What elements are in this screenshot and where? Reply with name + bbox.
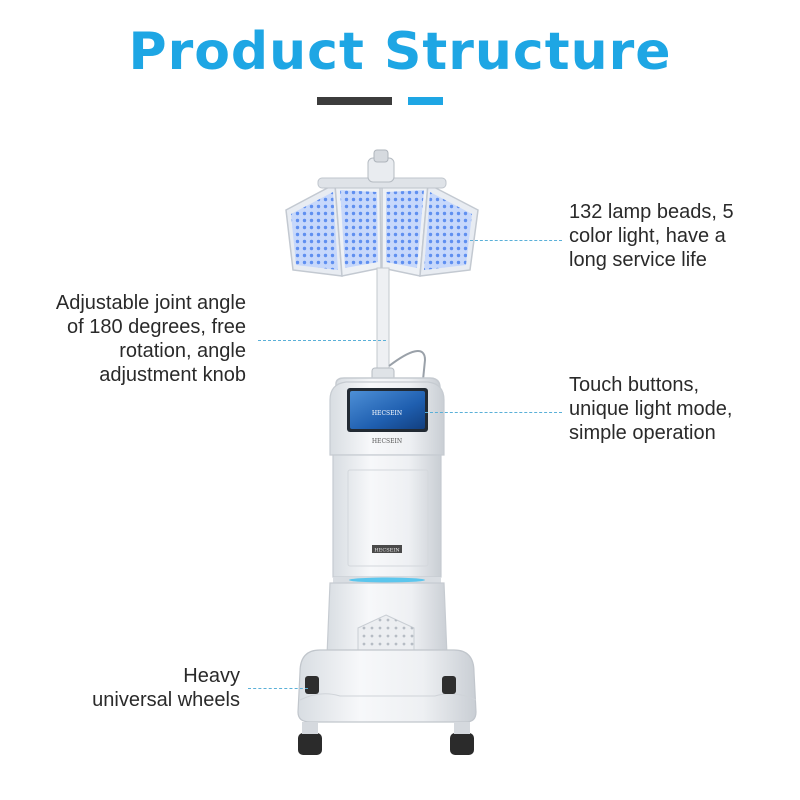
callout-line: unique light mode, bbox=[569, 398, 733, 420]
wheels bbox=[298, 676, 474, 755]
title-underline-blue bbox=[408, 97, 443, 105]
callout-wheels: Heavy universal wheels bbox=[40, 664, 240, 712]
title-underline-dark bbox=[317, 97, 392, 105]
callout-line: adjustment knob bbox=[99, 364, 246, 386]
screen-brand-text: HECSEIN bbox=[372, 410, 402, 417]
page-title: Product Structure bbox=[128, 22, 672, 82]
svg-text:HECSEIN: HECSEIN bbox=[374, 548, 400, 554]
callout-line: Touch buttons, bbox=[569, 374, 700, 396]
body-brand-text: HECSEIN bbox=[372, 438, 402, 445]
callout-line: 132 lamp beads, 5 bbox=[569, 201, 734, 223]
callout-line: color light, have a bbox=[569, 225, 726, 247]
callout-line: Adjustable joint angle bbox=[55, 292, 246, 314]
callout-line: Heavy bbox=[183, 665, 240, 687]
callout-line: of 180 degrees, free bbox=[66, 316, 246, 338]
leader-line-wheels bbox=[248, 688, 308, 689]
leader-line-touch bbox=[425, 412, 562, 413]
lamp-panels bbox=[285, 149, 479, 277]
brand-plate bbox=[372, 545, 402, 553]
callout-line: simple operation bbox=[569, 422, 716, 444]
support-arm bbox=[376, 267, 390, 379]
callout-lamp-beads: 132 lamp beads, 5 color light, have a lo… bbox=[569, 200, 734, 272]
light-strip bbox=[349, 577, 425, 583]
callout-joint-angle: Adjustable joint angle of 180 degrees, f… bbox=[24, 291, 246, 387]
leader-line-lamp bbox=[470, 240, 562, 241]
callout-line: long service life bbox=[569, 249, 707, 271]
leader-line-joint bbox=[258, 340, 386, 341]
callout-line: universal wheels bbox=[92, 689, 240, 711]
machine-base bbox=[297, 649, 477, 723]
callout-line: rotation, angle bbox=[119, 340, 246, 362]
callout-touch-buttons: Touch buttons, unique light mode, simple… bbox=[569, 373, 732, 445]
